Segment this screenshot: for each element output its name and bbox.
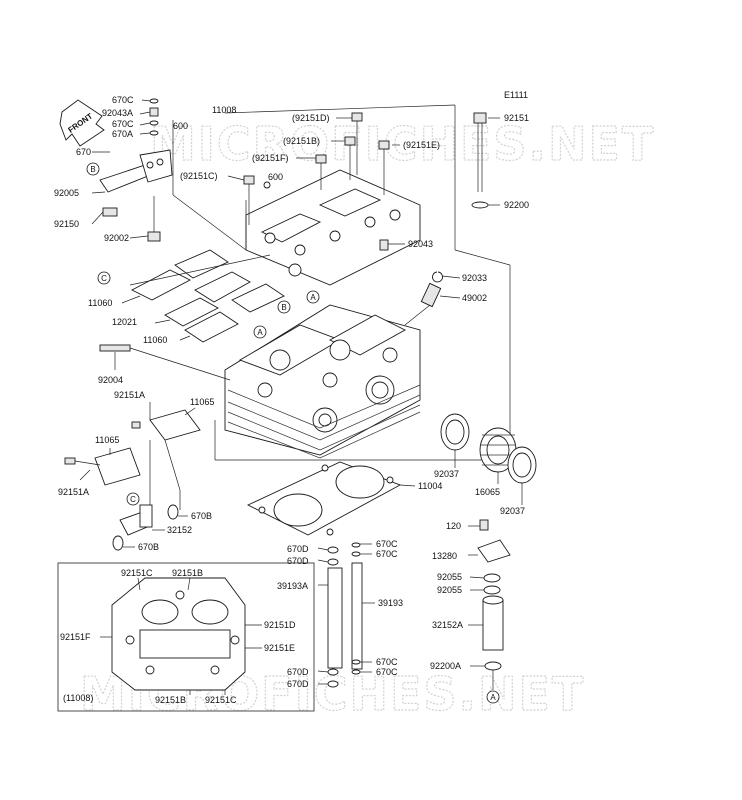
part-label: 92037 <box>434 469 459 479</box>
part-label: (92151F) <box>252 153 289 163</box>
part-label: 92002 <box>104 233 129 243</box>
svg-text:A: A <box>490 693 496 702</box>
part-label: 600 <box>173 121 188 131</box>
part-label: 92151E <box>264 643 295 653</box>
callout-b: B <box>86 162 100 176</box>
part-label: 39193 <box>378 598 403 608</box>
oil-pipes <box>327 542 363 688</box>
stud-92004 <box>99 344 231 381</box>
cap-bolts <box>243 112 390 251</box>
svg-text:A: A <box>310 293 316 302</box>
svg-text:B: B <box>90 165 95 174</box>
part-label: 92151C <box>121 568 153 578</box>
part-label: 11060 <box>143 335 167 345</box>
callout-c: C <box>126 492 140 506</box>
part-label: 13280 <box>432 551 457 561</box>
part-label: 92043 <box>408 239 433 249</box>
part-label: 92005 <box>54 188 79 198</box>
tensioner-bracket-assembly <box>99 98 173 242</box>
part-label: 670D <box>287 556 309 566</box>
part-label: 670A <box>112 129 133 139</box>
breather-assembly <box>64 409 201 551</box>
part-label: (92151C) <box>180 171 218 181</box>
part-label: 32152 <box>167 525 192 535</box>
part-label: 16065 <box>475 487 500 497</box>
part-label: 12021 <box>112 317 137 327</box>
head-gasket <box>246 461 402 536</box>
part-label: 670D <box>287 679 309 689</box>
stud-bolt <box>471 112 489 209</box>
part-label: 92151F <box>60 632 91 642</box>
part-label: 670C <box>376 549 398 559</box>
watermark-top: MICROFICHES.NET <box>150 117 655 171</box>
part-label: 92033 <box>462 273 487 283</box>
part-label: 670D <box>287 667 309 677</box>
camshaft-cap <box>172 104 456 286</box>
part-label: (92151D) <box>292 113 330 123</box>
part-label: 49002 <box>462 293 487 303</box>
part-label: 92055 <box>437 585 462 595</box>
callout-a: A <box>253 325 267 339</box>
part-label: (92151E) <box>403 140 440 150</box>
part-label: 670C <box>112 119 134 129</box>
inset-label: (11008) <box>63 693 93 703</box>
svg-text:B: B <box>281 303 286 312</box>
leader-lines <box>79 99 523 695</box>
part-label: 11004 <box>418 481 442 491</box>
part-label: 92151B <box>172 568 203 578</box>
part-label: 11065 <box>95 435 119 445</box>
part-label: 39193A <box>277 581 308 591</box>
front-arrow-icon: FRONT <box>59 99 105 147</box>
part-label: 670 <box>76 147 91 157</box>
part-label: 92200A <box>430 661 461 671</box>
oil-pipe <box>404 271 443 326</box>
callout-b: B <box>277 300 291 314</box>
part-label: 92200 <box>504 200 529 210</box>
callout-a: A <box>306 290 320 304</box>
part-label: 92151 <box>504 113 529 123</box>
part-label: (92151B) <box>283 136 320 146</box>
part-label: 92151A <box>58 487 89 497</box>
part-label: 92151B <box>155 695 186 705</box>
part-label: 670B <box>138 542 159 552</box>
part-label: 92151A <box>114 390 145 400</box>
part-label: 92055 <box>437 572 462 582</box>
part-label: 92043A <box>102 108 133 118</box>
inset-box <box>57 562 315 712</box>
right-fittings <box>477 519 511 690</box>
svg-text:C: C <box>101 274 107 283</box>
callout-c: C <box>97 271 111 285</box>
part-label: 670B <box>191 511 212 521</box>
part-labels: 670C 92043A 670C 670A 600 11008 670 9200… <box>54 95 529 705</box>
callout-circles: B B A A C C A <box>86 162 500 704</box>
part-label: 670C <box>376 657 398 667</box>
part-label: 670C <box>376 667 398 677</box>
part-label: 92151D <box>264 620 296 630</box>
part-label: 92151C <box>205 695 237 705</box>
svg-text:C: C <box>130 495 136 504</box>
part-label: 670D <box>287 544 309 554</box>
part-label: 670C <box>112 95 134 105</box>
callout-a: A <box>486 690 500 704</box>
svg-text:A: A <box>257 328 263 337</box>
part-label: 670C <box>376 539 398 549</box>
part-label: 600 <box>268 172 283 182</box>
valve-covers <box>129 249 285 343</box>
part-label: 120 <box>446 521 461 531</box>
part-label: 92004 <box>98 375 123 385</box>
part-label: 92037 <box>500 506 525 516</box>
diagram-code: E1111 <box>504 90 528 100</box>
cylinder-head <box>214 249 511 461</box>
part-label: 11065 <box>190 397 214 407</box>
part-label: 11008 <box>212 105 236 115</box>
part-label: 32152A <box>432 620 463 630</box>
intake-holder-assembly <box>440 413 537 484</box>
part-label: 11060 <box>88 298 112 308</box>
part-label: 92150 <box>54 219 79 229</box>
